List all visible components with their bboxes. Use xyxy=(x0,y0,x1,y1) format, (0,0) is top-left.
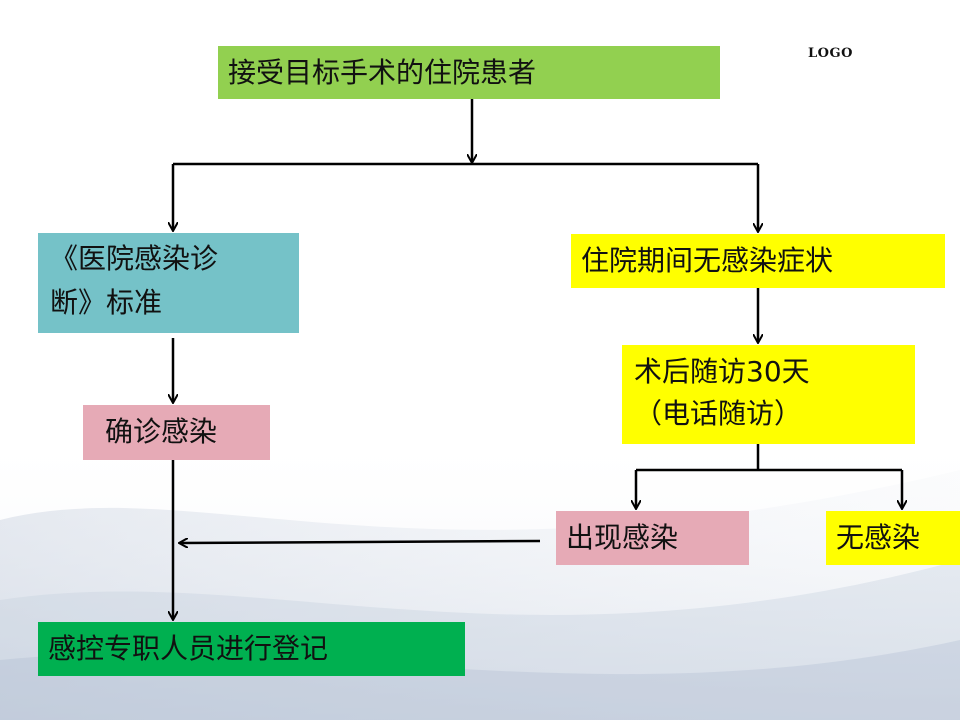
node-infection-occurs: 出现感染 xyxy=(556,511,749,565)
node-start-patients: 接受目标手术的住院患者 xyxy=(218,46,720,99)
node-followup-30-days: 术后随访30天 （电话随访） xyxy=(622,345,915,444)
node-confirmed-infection: 确诊感染 xyxy=(83,405,270,460)
connector-infection-left xyxy=(180,541,541,543)
node-criteria-line1: 《医院感染诊 xyxy=(50,242,219,275)
node-infection-label: 出现感染 xyxy=(566,521,679,554)
node-register: 感控专职人员进行登记 xyxy=(38,622,465,676)
node-no-infection-label: 无感染 xyxy=(836,521,921,554)
node-confirmed-label: 确诊感染 xyxy=(105,415,218,448)
logo-text: LOGO xyxy=(808,46,853,61)
node-no-symptoms: 住院期间无感染症状 xyxy=(571,234,945,288)
node-diagnosis-criteria: 《医院感染诊 断》标准 xyxy=(38,233,299,333)
node-followup-line1: 术后随访30天 xyxy=(634,355,810,388)
node-followup-line2: （电话随访） xyxy=(634,397,803,430)
node-start-label: 接受目标手术的住院患者 xyxy=(228,56,537,89)
node-criteria-line2: 断》标准 xyxy=(50,286,163,319)
node-register-label: 感控专职人员进行登记 xyxy=(48,632,329,665)
node-no-infection: 无感染 xyxy=(826,511,960,565)
node-no-symptoms-label: 住院期间无感染症状 xyxy=(581,244,834,277)
